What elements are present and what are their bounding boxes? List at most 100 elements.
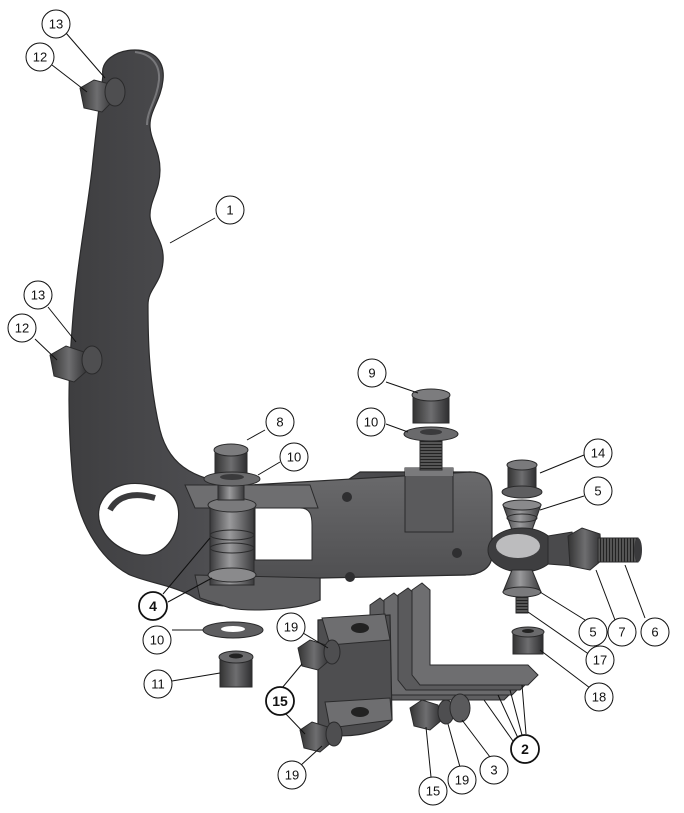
- leader-19b: [299, 745, 323, 767]
- callouts: 13 12 1 13 12 9 10 8: [7, 9, 670, 806]
- svg-text:13: 13: [49, 17, 63, 32]
- callout-11: 11: [143, 669, 173, 699]
- callout-15-bold: 15: [265, 686, 295, 716]
- svg-text:13: 13: [31, 288, 45, 303]
- leader-12a: [51, 64, 88, 93]
- callout-7: 7: [607, 617, 637, 647]
- leader-5a: [539, 495, 585, 511]
- leader-14: [539, 454, 585, 474]
- leader-8: [246, 429, 266, 441]
- svg-text:5: 5: [594, 484, 601, 499]
- callout-10-right: 10: [356, 407, 386, 437]
- callout-19-lower-left: 19: [277, 760, 307, 790]
- callout-19-upper: 19: [276, 612, 306, 642]
- callout-5-lower: 5: [578, 617, 608, 647]
- leader-3: [461, 719, 491, 758]
- callout-18: 18: [584, 682, 614, 712]
- svg-text:19: 19: [284, 620, 298, 635]
- svg-text:19: 19: [285, 768, 299, 783]
- callout-13-lower: 13: [23, 280, 53, 310]
- callout-15-lower: 15: [418, 776, 448, 806]
- rod-end-part: [487, 527, 579, 573]
- threaded-stud-17-part: [515, 596, 529, 614]
- callout-17: 17: [585, 645, 615, 675]
- callout-4: 4: [138, 591, 168, 621]
- svg-text:10: 10: [364, 415, 378, 430]
- callout-10-lower: 10: [142, 625, 172, 655]
- svg-text:15: 15: [426, 784, 440, 799]
- washer-10-upper-part: [203, 471, 261, 487]
- washer-13-lower-part: [81, 345, 103, 375]
- washer-10-lower-part: [202, 621, 264, 639]
- callout-2: 2: [510, 734, 540, 764]
- svg-text:19: 19: [455, 773, 469, 788]
- callout-13-upper: 13: [41, 9, 71, 39]
- svg-text:9: 9: [368, 366, 375, 381]
- leader-10a: [385, 423, 409, 433]
- callout-6: 6: [640, 617, 670, 647]
- washer-10-right-part: [403, 426, 459, 442]
- leader-11: [171, 672, 221, 682]
- leader-2b: [497, 694, 519, 739]
- clamp-bracket-part: [317, 613, 393, 737]
- svg-text:17: 17: [593, 653, 607, 668]
- washer-13-upper-part: [104, 77, 126, 107]
- leader-10b: [257, 461, 281, 476]
- bolt-14-part: [501, 459, 543, 499]
- svg-text:8: 8: [276, 415, 283, 430]
- svg-text:10: 10: [287, 450, 301, 465]
- leader-19a: [302, 632, 329, 649]
- svg-text:3: 3: [490, 763, 497, 778]
- nut-11-part: [218, 650, 254, 688]
- leader-15b: [425, 726, 432, 778]
- svg-text:10: 10: [150, 633, 164, 648]
- leader-19c: [447, 723, 461, 768]
- svg-text:4: 4: [149, 598, 157, 614]
- callout-8: 8: [265, 407, 295, 437]
- leader-2c: [509, 689, 523, 736]
- svg-text:6: 6: [651, 625, 658, 640]
- leader-lines: [34, 32, 646, 778]
- callout-3: 3: [479, 755, 509, 785]
- svg-text:12: 12: [33, 50, 47, 65]
- leader-7: [595, 569, 616, 621]
- svg-text:5: 5: [589, 625, 596, 640]
- svg-text:7: 7: [618, 625, 625, 640]
- callout-19-lower-right: 19: [447, 765, 477, 795]
- nut-18-part: [511, 626, 545, 655]
- leader-17: [527, 611, 591, 656]
- bolt-9-part: [411, 388, 451, 471]
- svg-text:11: 11: [151, 677, 165, 692]
- callout-10-upper: 10: [279, 442, 309, 472]
- leader-18: [539, 649, 591, 689]
- jam-nut-7-part: [567, 527, 603, 571]
- leader-13a: [65, 32, 106, 79]
- threaded-shank-6-part: [597, 537, 642, 563]
- leader-15a-up: [281, 663, 303, 689]
- callout-1: 1: [215, 195, 245, 225]
- shim-stack-part: [369, 582, 539, 701]
- leader-4b: [162, 537, 211, 595]
- spacer-3-part: [449, 693, 471, 723]
- leader-5b: [539, 591, 586, 621]
- leader-13b: [47, 306, 77, 343]
- leader-2d: [521, 684, 527, 735]
- spacer-5-upper-part: [502, 499, 542, 531]
- leader-15a-down: [284, 712, 306, 735]
- spool-part: [207, 497, 257, 586]
- svg-text:1: 1: [226, 203, 233, 218]
- svg-text:18: 18: [592, 690, 606, 705]
- leader-2a: [483, 699, 514, 742]
- leader-9: [385, 381, 419, 394]
- svg-text:12: 12: [15, 321, 29, 336]
- callout-12-upper: 12: [25, 42, 55, 72]
- callout-5-upper: 5: [583, 476, 613, 506]
- leader-4: [167, 577, 213, 603]
- leader-1: [169, 217, 216, 244]
- washer-19-upper-part: [323, 639, 341, 665]
- washer-19-lower-left-part: [325, 721, 343, 747]
- svg-text:14: 14: [591, 446, 605, 461]
- bolt-15-lower-right-part: [409, 699, 443, 731]
- leader-6: [624, 564, 646, 619]
